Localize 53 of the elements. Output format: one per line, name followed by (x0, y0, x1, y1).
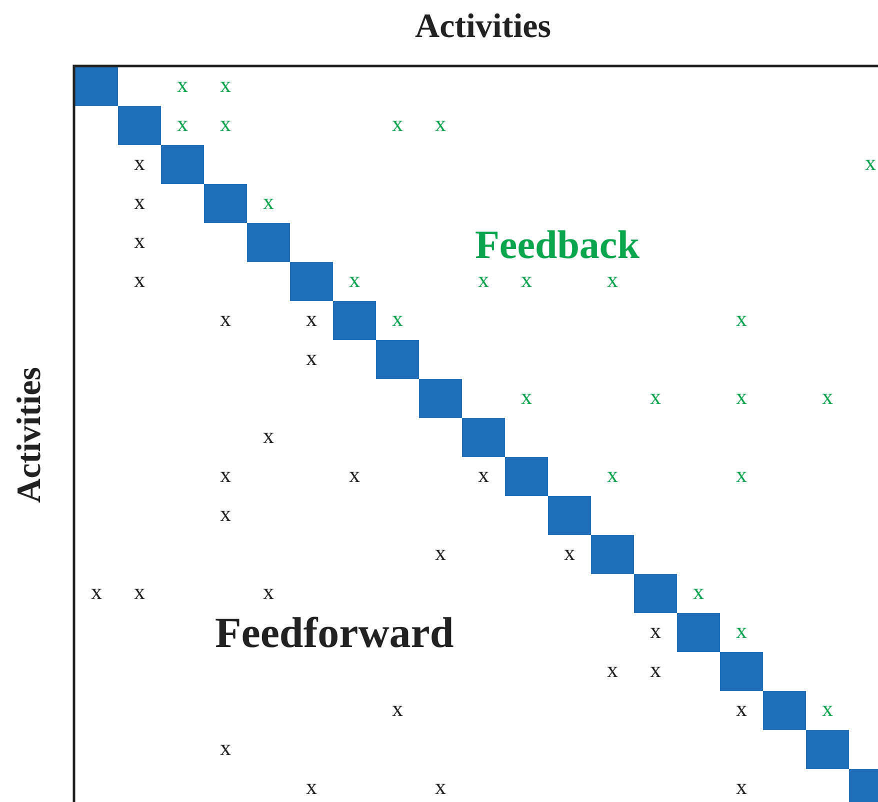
feedforward-mark: x (263, 424, 274, 446)
feedback-mark: x (220, 73, 231, 96)
feedforward-mark: x (435, 775, 446, 798)
feedforward-mark: x (607, 658, 618, 680)
feedback-mark: x (865, 151, 876, 174)
feedforward-mark: x (736, 775, 747, 798)
feedback-mark: x (177, 112, 188, 134)
feedforward-mark: x (220, 502, 231, 524)
feedforward-mark: x (220, 307, 231, 330)
feedforward-mark: x (564, 541, 575, 564)
feedback-mark: x (263, 190, 274, 212)
feedforward-mark: x (306, 346, 317, 368)
feedback-mark: x (650, 385, 661, 408)
feedback-mark: x (736, 463, 747, 486)
region-label: Feedback (475, 225, 640, 265)
feedforward-mark: x (263, 580, 274, 602)
feedforward-mark: x (91, 580, 102, 602)
feedback-mark: x (220, 112, 231, 134)
feedforward-mark: x (220, 736, 231, 758)
feedforward-mark: x (220, 463, 231, 486)
feedback-mark: x (736, 619, 747, 642)
region-label: Feedforward (215, 612, 454, 655)
feedback-mark: x (435, 112, 446, 134)
feedforward-mark: x (650, 658, 661, 680)
feedback-mark: x (607, 463, 618, 486)
feedforward-mark: x (134, 229, 145, 252)
feedforward-mark: x (134, 580, 145, 602)
feedforward-mark: x (134, 190, 145, 212)
feedback-mark: x (822, 697, 833, 720)
feedback-mark: x (822, 385, 833, 408)
feedback-mark: x (521, 268, 532, 290)
feedforward-mark: x (134, 151, 145, 174)
feedforward-mark: x (650, 619, 661, 642)
feedforward-mark: x (306, 775, 317, 798)
axis-title: Activities (13, 367, 47, 503)
feedforward-mark: x (134, 268, 145, 290)
feedback-mark: x (693, 580, 704, 602)
feedback-mark: x (349, 268, 360, 290)
feedback-mark: x (478, 268, 489, 290)
feedback-mark: x (177, 73, 188, 96)
feedback-mark: x (736, 385, 747, 408)
feedforward-mark: x (478, 463, 489, 486)
feedback-mark: x (607, 268, 618, 290)
feedback-mark: x (736, 307, 747, 330)
feedforward-mark: x (736, 697, 747, 720)
feedforward-mark: x (435, 541, 446, 564)
feedback-mark: x (521, 385, 532, 408)
feedforward-mark: x (306, 307, 317, 330)
axis-title: Activities (415, 10, 551, 44)
feedforward-mark: x (392, 697, 403, 720)
feedforward-mark: x (349, 463, 360, 486)
feedback-mark: x (392, 112, 403, 134)
feedback-mark: x (392, 307, 403, 330)
